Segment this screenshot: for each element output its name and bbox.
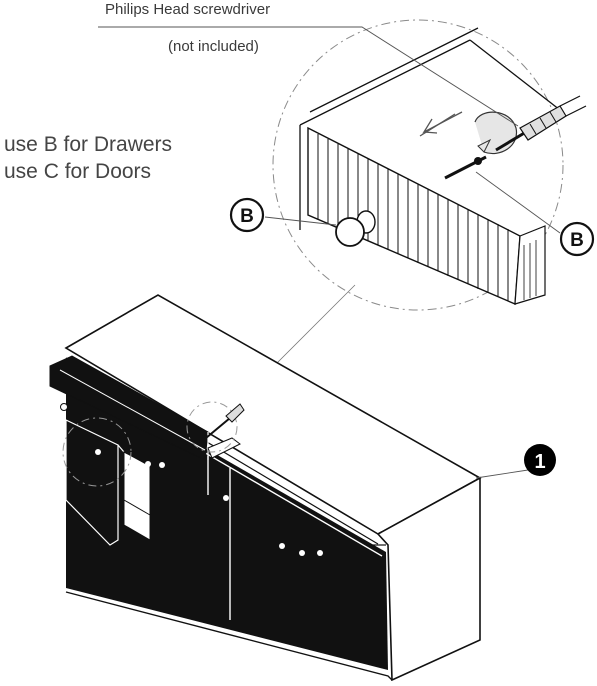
step-number-badge: 1 xyxy=(524,444,556,476)
detail-top-panel xyxy=(299,27,561,230)
instruction-drawers: use B for Drawers xyxy=(4,133,173,156)
step-number-text: 1 xyxy=(534,451,545,473)
rotate-arrow-icon xyxy=(474,111,518,155)
callout-part-b-left-text: B xyxy=(240,206,254,227)
tool-note-label: (not included) xyxy=(168,38,259,55)
callout-part-b-right-text: B xyxy=(570,230,584,251)
callout-part-b-left: B xyxy=(229,197,265,233)
tool-name-label: Philips Head screwdriver xyxy=(105,1,271,18)
leader-lines xyxy=(98,26,561,234)
detail-magnifier xyxy=(98,19,587,401)
screwdriver-icon xyxy=(495,95,587,152)
instruction-doors: use C for Doors xyxy=(4,160,152,183)
detail-knob xyxy=(335,210,376,247)
cabinet-screwdriver-icon xyxy=(205,403,245,439)
direction-arrow-icon xyxy=(419,111,463,137)
detail-screw xyxy=(444,155,487,180)
cabinet xyxy=(49,294,529,682)
callout-part-b-right: B xyxy=(559,221,595,257)
